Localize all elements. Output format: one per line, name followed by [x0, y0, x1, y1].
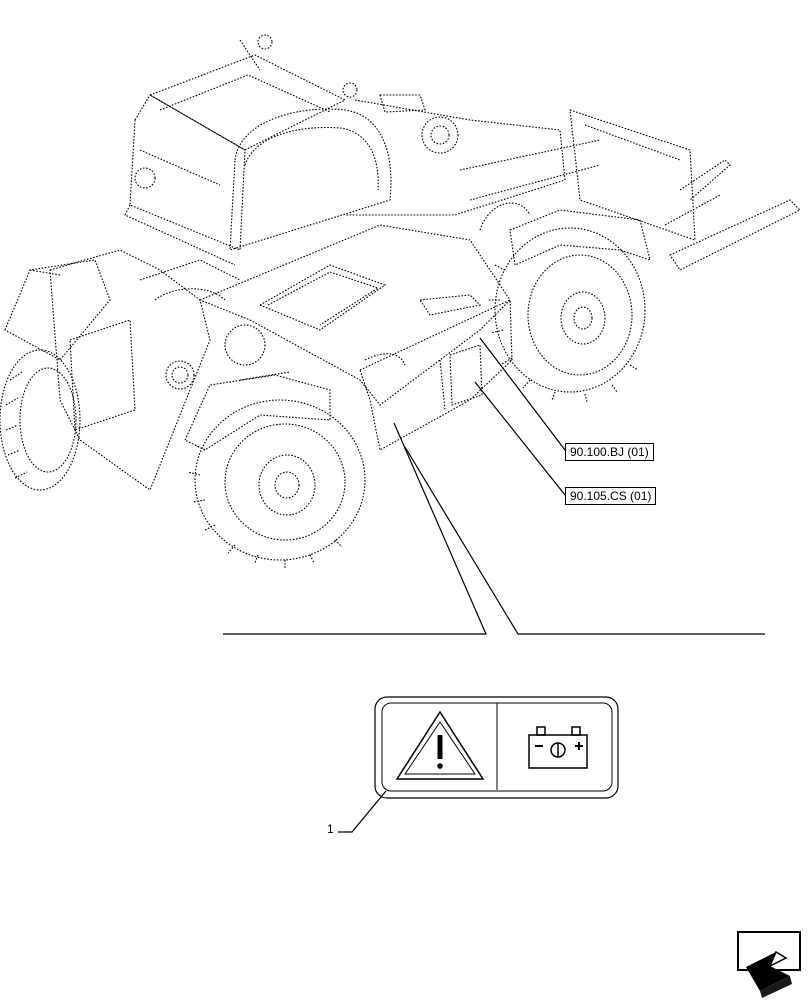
leader-lines — [223, 337, 765, 833]
warning-decal — [374, 696, 619, 799]
battery-isolator-icon — [528, 726, 588, 769]
reference-label-90-105-cs[interactable]: 90.105.CS (01) — [565, 487, 657, 505]
warning-triangle-icon — [395, 710, 485, 780]
next-page-arrow-icon[interactable] — [737, 931, 801, 998]
reference-label-90-100-bj[interactable]: 90.100.BJ (01) — [565, 443, 654, 461]
telehandler-illustration — [0, 34, 801, 568]
item-number-1: 1 — [327, 822, 334, 836]
